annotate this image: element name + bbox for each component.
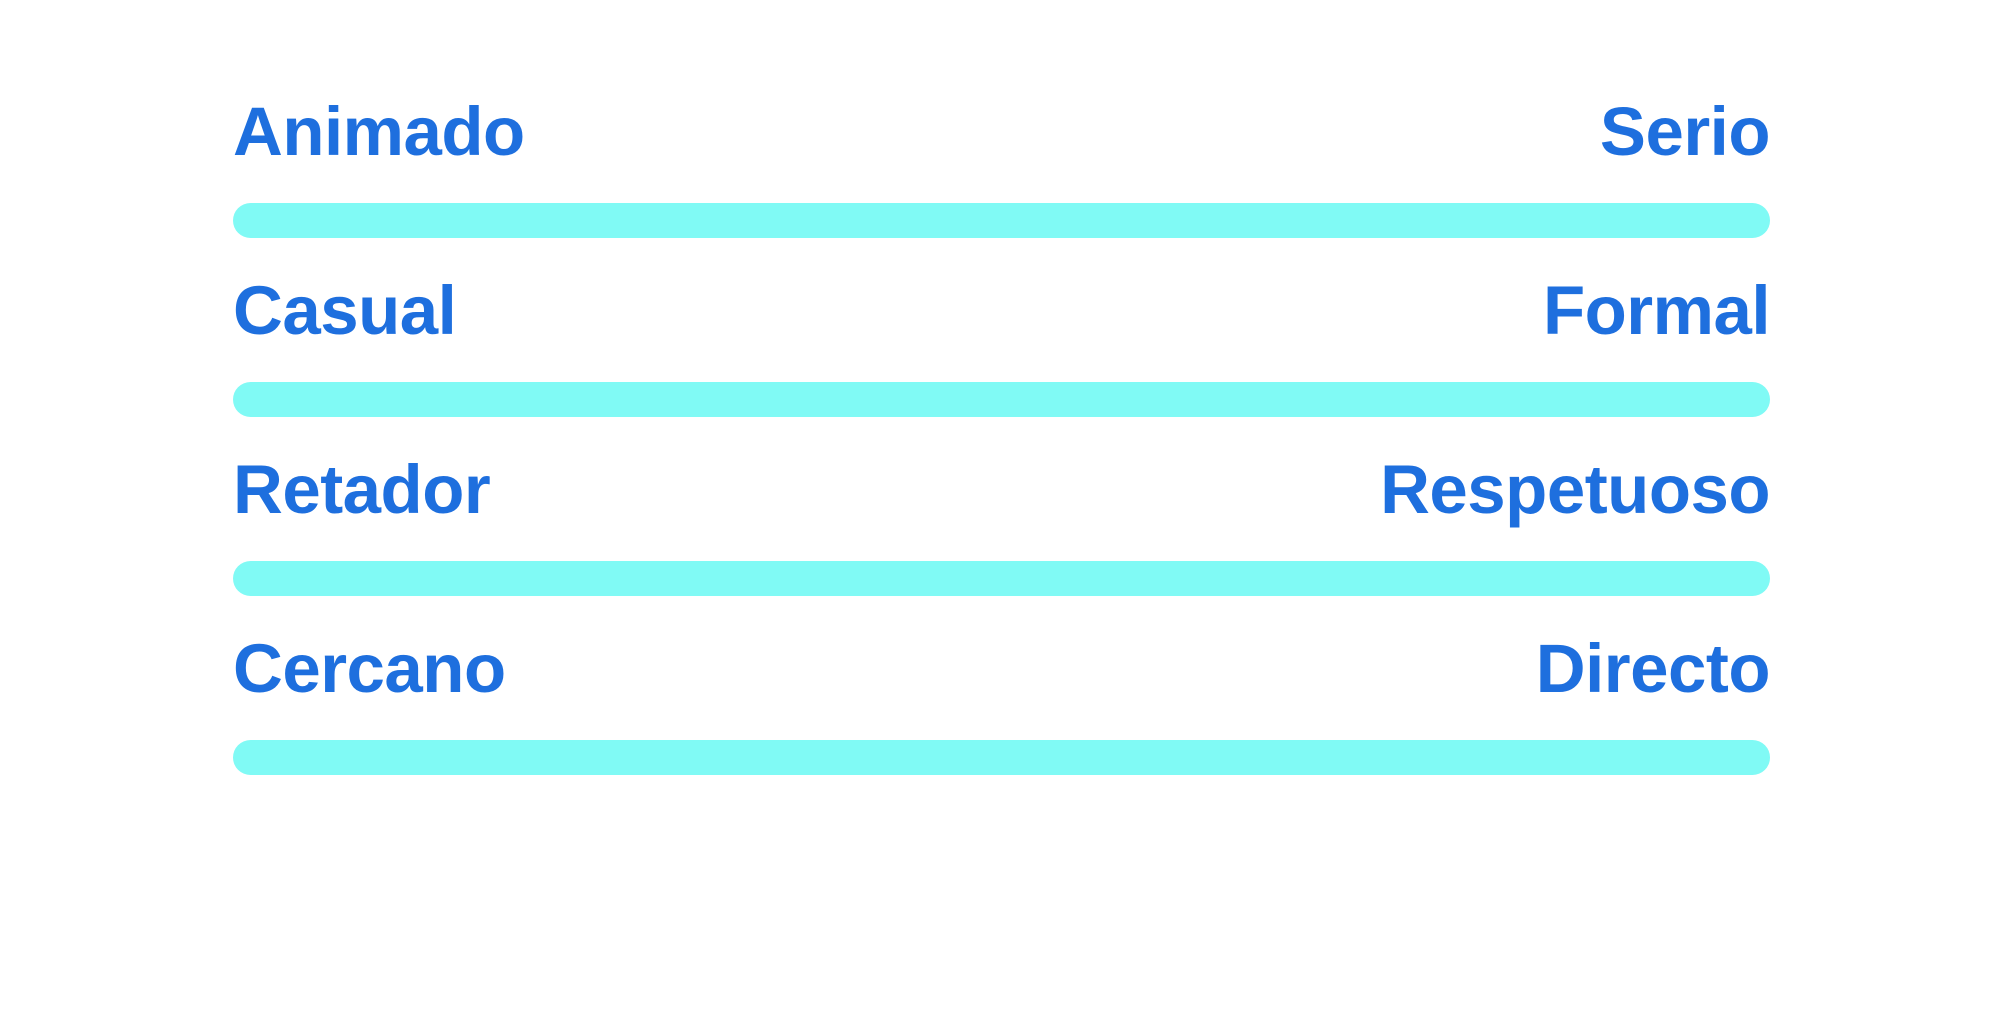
scale-track[interactable] bbox=[233, 382, 1770, 417]
scale-row: Retador Respetuoso bbox=[233, 450, 1770, 596]
scale-labels: Retador Respetuoso bbox=[233, 450, 1770, 530]
scale-label-left: Cercano bbox=[233, 630, 506, 707]
scale-track[interactable] bbox=[233, 203, 1770, 238]
scale-labels: Animado Serio bbox=[233, 92, 1771, 172]
scale-label-left: Animado bbox=[233, 93, 525, 170]
scale-label-left: Casual bbox=[233, 272, 457, 349]
tone-scales-list: Animado Serio Casual Formal Retador Resp… bbox=[233, 92, 1771, 775]
scale-row: Animado Serio bbox=[233, 92, 1771, 238]
scale-label-right: Serio bbox=[1599, 93, 1771, 170]
scale-label-left: Retador bbox=[233, 451, 491, 528]
scale-labels: Casual Formal bbox=[233, 271, 1771, 351]
scale-track[interactable] bbox=[233, 561, 1770, 596]
scale-label-right: Respetuoso bbox=[1380, 451, 1770, 528]
scale-row: Casual Formal bbox=[233, 271, 1771, 417]
scale-labels: Cercano Directo bbox=[233, 629, 1771, 709]
scale-row: Cercano Directo bbox=[233, 629, 1771, 775]
scale-track[interactable] bbox=[233, 740, 1770, 775]
scale-label-right: Directo bbox=[1535, 630, 1771, 707]
scale-label-right: Formal bbox=[1542, 272, 1771, 349]
